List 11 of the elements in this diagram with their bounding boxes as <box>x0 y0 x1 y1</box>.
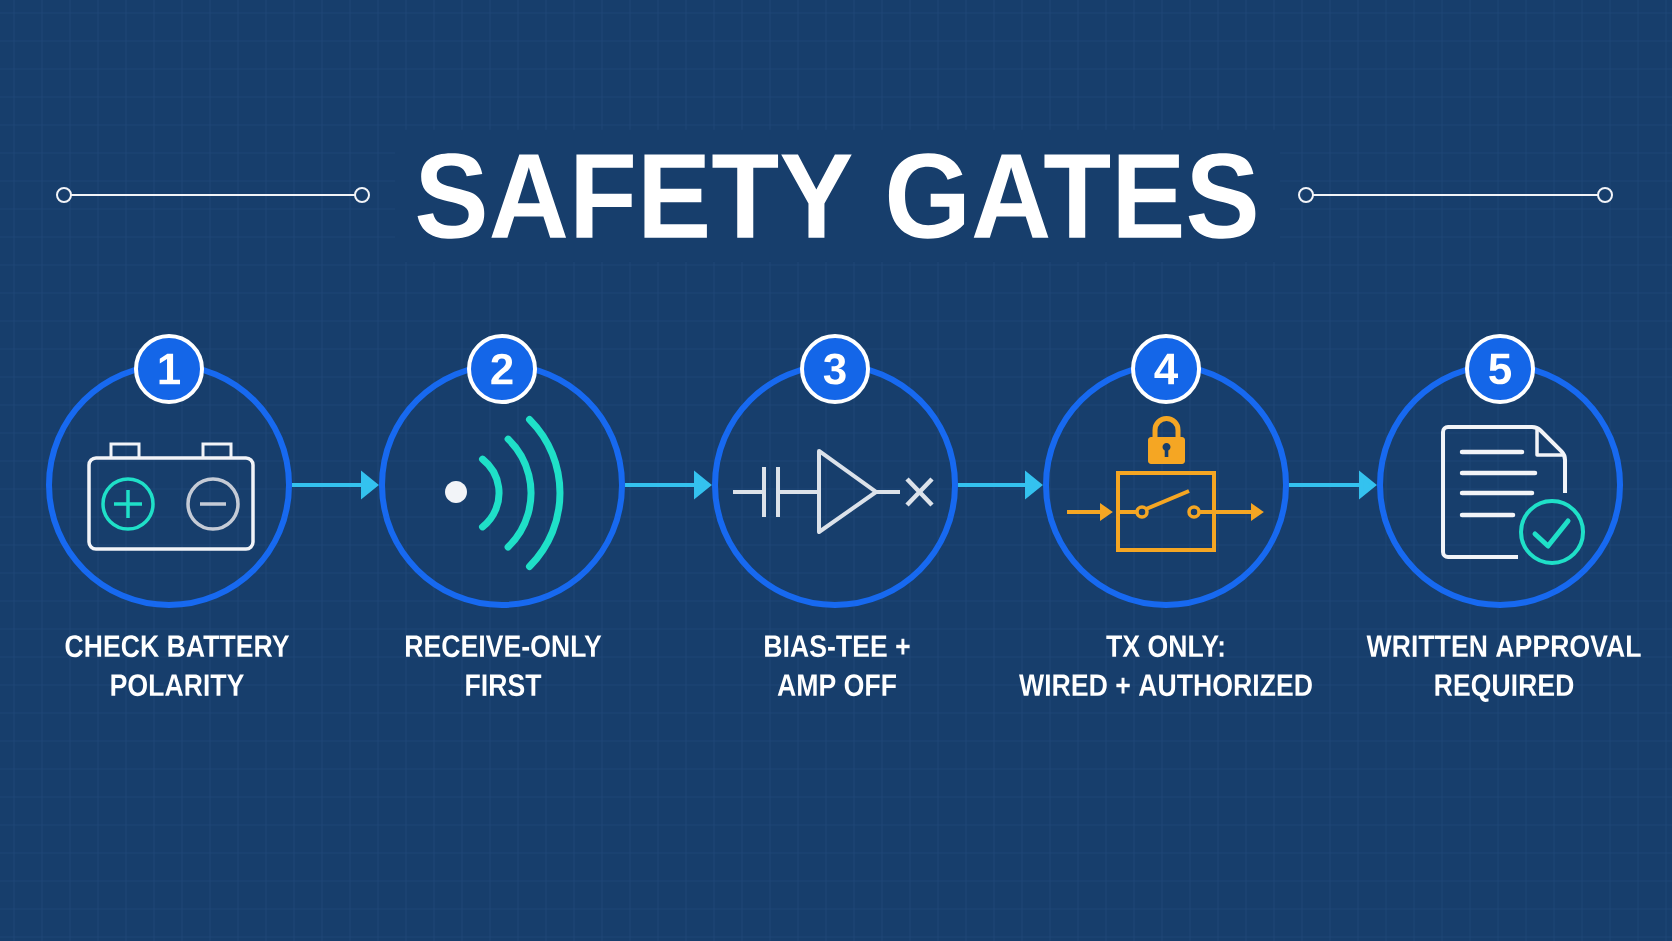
number-badge: 2 <box>467 334 537 404</box>
number-badge: 5 <box>1465 334 1535 404</box>
title: SAFETY GATES <box>417 153 1256 239</box>
number-badge: 1 <box>134 334 204 404</box>
number-badge: 3 <box>800 334 870 404</box>
step-label: WRITTEN APPROVAL REQUIRED <box>1366 635 1641 702</box>
step-label: BIAS-TEE + AMP OFF <box>765 635 910 697</box>
number-badge: 4 <box>1131 334 1201 404</box>
step-label: RECEIVE-ONLY FIRST <box>406 635 602 697</box>
step-label: TX ONLY: WIRED + AUTHORIZED <box>1019 635 1312 697</box>
step-label: CHECK BATTERY POLARITY <box>65 635 290 697</box>
